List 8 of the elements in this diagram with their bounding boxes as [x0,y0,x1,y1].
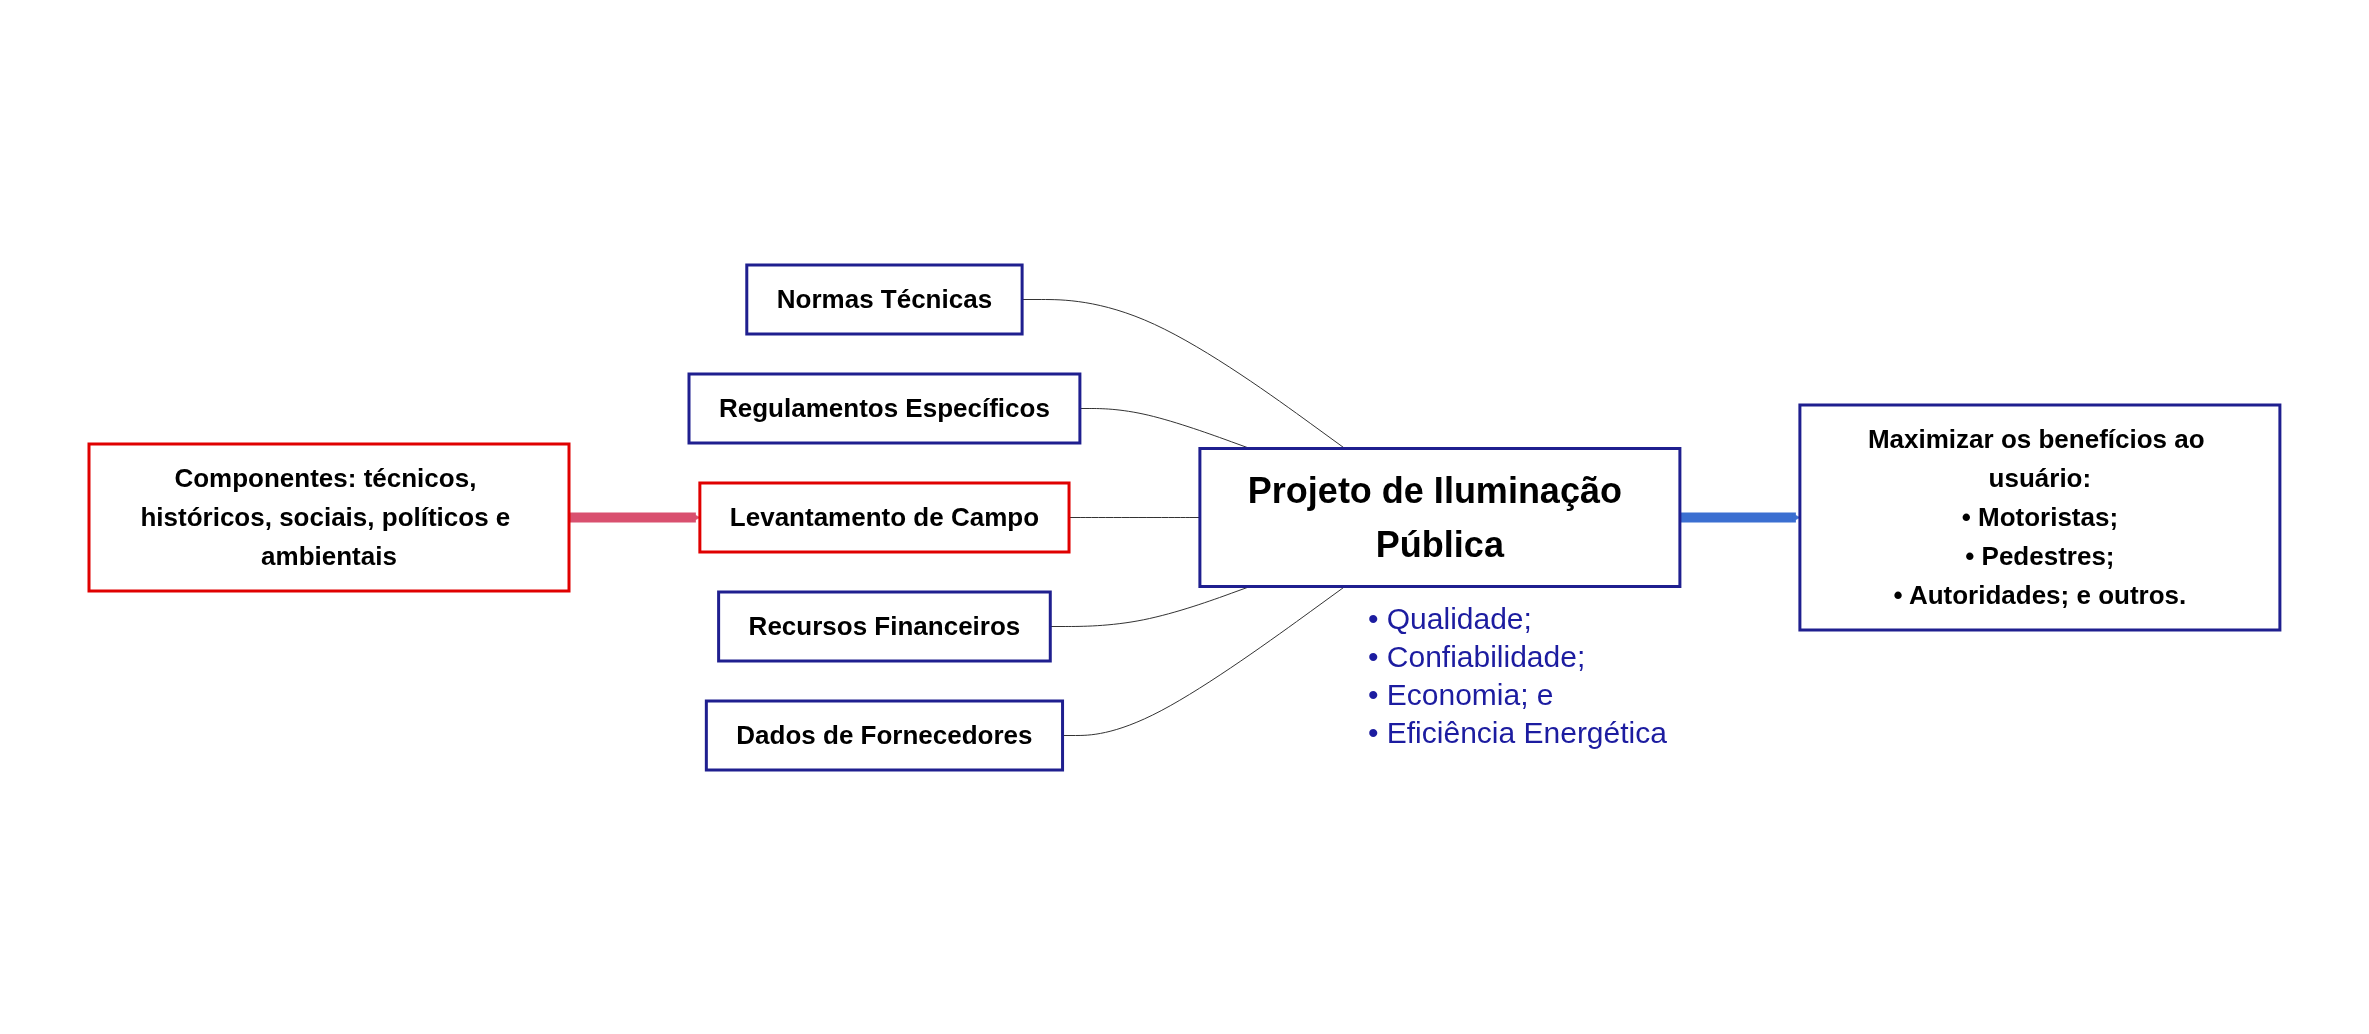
node-box: Regulamentos Específicos [687,372,1082,444]
node-box: Componentes: técnicos, históricos, sociais, políticos e ambientais [87,442,571,592]
node-box: Projeto de Iluminação Pública [1198,446,1682,588]
node-box: Normas Técnicas [745,263,1024,335]
node-box: Maximizar os benefícios ao usuário: • Motoristas; • Pedestres; • Autoridades; e outros. [1798,403,2282,631]
node-box: Levantamento de Campo [698,481,1071,553]
node-box: Recursos Financeiros [717,590,1052,662]
node-box: Dados de Fornecedores [704,699,1065,771]
